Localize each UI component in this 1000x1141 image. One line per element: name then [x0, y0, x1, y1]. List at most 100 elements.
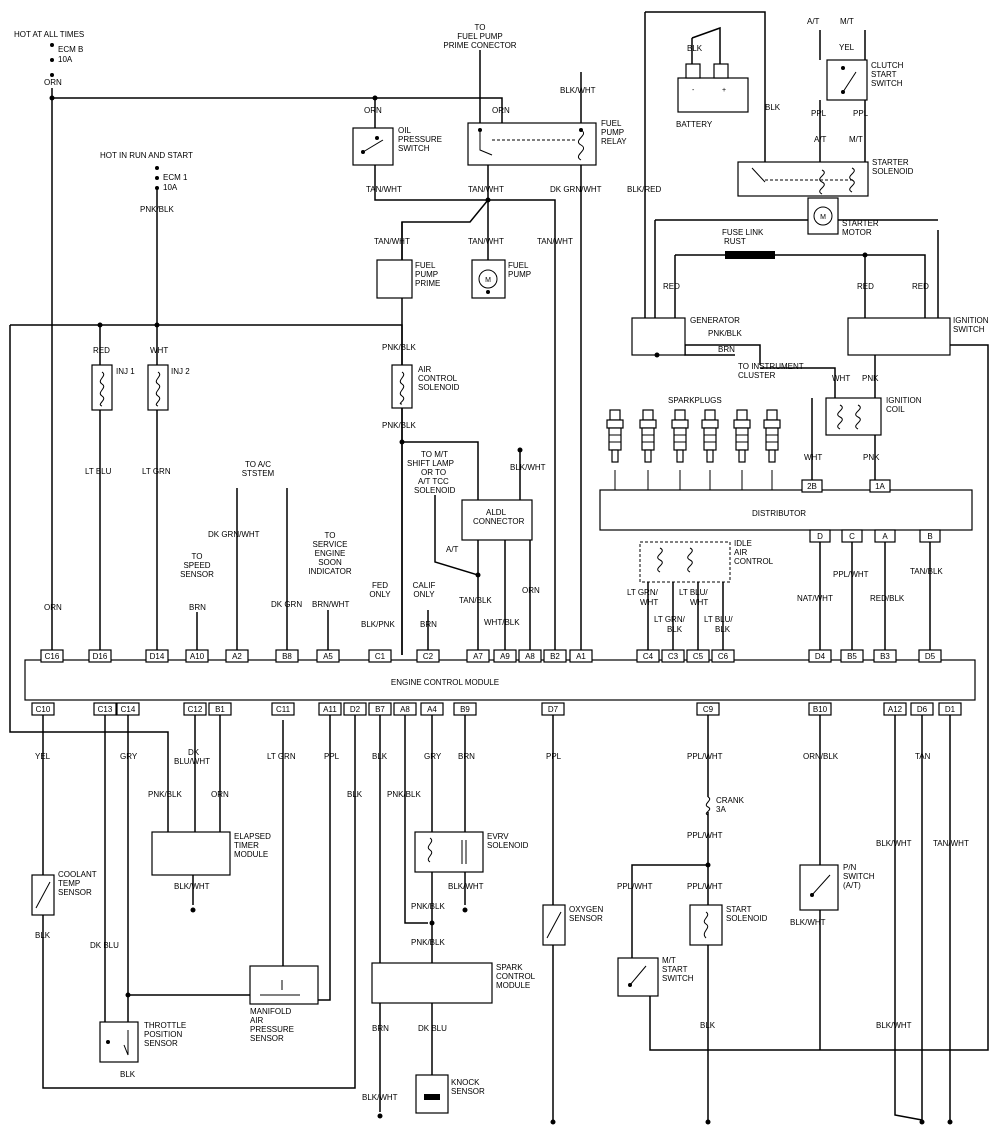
elapsed-timer-line2: TIMER	[234, 841, 259, 850]
ecm-pin-c5-top: C5	[686, 649, 710, 663]
starter-solenoid	[737, 161, 869, 197]
aldl-connector	[461, 499, 533, 541]
ecm-pin-c9-bottom-label: C9	[703, 705, 714, 714]
blk-red-label: BLK/RED	[627, 185, 661, 194]
fuel-pump-line1: FUEL	[508, 261, 529, 270]
lt-blu-blk-line2: BLK	[715, 625, 731, 634]
ecm-pin-c3-top-label: C3	[668, 652, 679, 661]
ppl-d7-label: PPL	[546, 752, 562, 761]
ignition-switch-line2: SWITCH	[953, 325, 985, 334]
ecm-pin-a11-bottom-label: A11	[323, 705, 337, 714]
ecm-pin-a12-bottom-label: A12	[888, 705, 903, 714]
ecm-pin-d2-bottom: D2	[343, 702, 367, 716]
pn-switch	[799, 864, 839, 911]
idle-air-control	[639, 541, 731, 583]
sparkplug-icon	[701, 409, 719, 463]
ppl-wht-start-label: PPL/WHT	[687, 882, 723, 891]
at-aldl-label: A/T	[446, 545, 459, 554]
map-line2: AIR	[250, 1016, 264, 1025]
oxygen-sensor	[542, 904, 566, 946]
ecm-pin-d14-top-label: D14	[150, 652, 165, 661]
calif-only-line1: CALIF	[413, 581, 436, 590]
to-speed-line3: SENSOR	[180, 570, 214, 579]
yel-c10-label: YEL	[35, 752, 51, 761]
ecm-pin-c5-top-label: C5	[693, 652, 704, 661]
to-fuel-pump-line2: FUEL PUMP	[457, 32, 503, 41]
ecm-pin-c11-bottom: C11	[271, 702, 295, 716]
dk-blu-knock-label: DK BLU	[418, 1024, 447, 1033]
pn-switch-line1: P/N	[843, 863, 857, 872]
ecm-pin-a2-top: A2	[225, 649, 249, 663]
at-top-label: A/T	[807, 17, 820, 26]
ecm-pin-c14-bottom-label: C14	[121, 705, 136, 714]
red-inj1-label: RED	[93, 346, 110, 355]
lt-grn-wht-line2: WHT	[640, 598, 658, 607]
dk-grn-wht-a2-label: DK GRN/WHT	[208, 530, 260, 539]
ecm-pin-c1-top-label: C1	[375, 652, 386, 661]
ecm-pin-a2-top-label: A2	[232, 652, 242, 661]
ecm-pin-c4-top: C4	[636, 649, 660, 663]
ppl-wht-crank-label: PPL/WHT	[687, 831, 723, 840]
fuel-pump-line2: PUMP	[508, 270, 531, 279]
injector-1	[91, 364, 113, 411]
brn-c2-label: BRN	[420, 620, 437, 629]
blk-wht-relay-label: BLK/WHT	[560, 86, 596, 95]
ecm-pin-a8-top-label: A8	[525, 652, 535, 661]
ecm-pin-b10-bottom: B10	[808, 702, 832, 716]
idle-air-line1: IDLE	[734, 539, 752, 548]
sparkplug-icon	[733, 409, 751, 463]
pnk-blk-air-label: PNK/BLK	[382, 343, 416, 352]
map-line3: PRESSURE	[250, 1025, 294, 1034]
sparkplug-icon	[606, 409, 624, 463]
dk-grn-b8-label: DK GRN	[271, 600, 302, 609]
tan-blk-d5-label: TAN/BLK	[910, 567, 943, 576]
ecm-pin-c12-bottom: C12	[183, 702, 207, 716]
ignition-switch	[847, 317, 951, 356]
spark-control-line1: SPARK	[496, 963, 523, 972]
pnk-blk-gen-label: PNK/BLK	[708, 329, 742, 338]
fed-only-line1: FED	[372, 581, 388, 590]
ppl-at-label: PPL	[811, 109, 827, 118]
starter-motor: M	[807, 197, 839, 235]
gry-a4-label: GRY	[424, 752, 442, 761]
red-ign2-label: RED	[912, 282, 929, 291]
ground-terminals	[49, 95, 953, 1125]
pn-switch-line3: (A/T)	[843, 881, 861, 890]
red-gen-label: RED	[663, 282, 680, 291]
svg-text:+: +	[722, 87, 726, 94]
throttle-line1: THROTTLE	[144, 1021, 186, 1030]
crank-fuse	[705, 796, 711, 816]
ecm-pin-a8-bottom: A8	[393, 702, 417, 716]
battery-label: BATTERY	[676, 120, 713, 129]
mt-mid-label: M/T	[849, 135, 863, 144]
pnk-coil-label: PNK	[863, 453, 880, 462]
tan-wht-b2-label: TAN/WHT	[537, 237, 573, 246]
ecm-pin-d16-top-label: D16	[93, 652, 108, 661]
gry-c14-label: GRY	[120, 752, 138, 761]
tan-wht-relay-label: TAN/WHT	[468, 185, 504, 194]
blk-d2-label: BLK	[347, 790, 363, 799]
ecm-b-amp-label: 10A	[58, 55, 73, 64]
orn-a8-label: ORN	[522, 586, 540, 595]
tan-wht-d1-label: TAN/WHT	[933, 839, 969, 848]
knock-line1: KNOCK	[451, 1078, 480, 1087]
blk-wht-b7-label: BLK/WHT	[362, 1093, 398, 1102]
lt-grn-blk-line1: LT GRN/	[654, 615, 686, 624]
ecm-pin-a9-top: A9	[493, 649, 517, 663]
start-solenoid-line2: SOLENOID	[726, 914, 768, 923]
ecm-pin-b1-bottom: B1	[208, 702, 232, 716]
to-speed-line2: SPEED	[183, 561, 210, 570]
sparkplugs-label: SPARKPLUGS	[668, 396, 722, 405]
blk-start-label: BLK	[700, 1021, 716, 1030]
ecm-pin-c12-bottom-label: C12	[188, 705, 203, 714]
elapsed-timer-line1: ELAPSED	[234, 832, 271, 841]
ecm-pin-b2-top-label: B2	[550, 652, 560, 661]
ecm-pin-c14-bottom: C14	[116, 702, 140, 716]
blk-wht-aldl-label: BLK/WHT	[510, 463, 546, 472]
blk-wht-pn-label: BLK/WHT	[790, 918, 826, 927]
starter-motor-line1: STARTER	[842, 219, 879, 228]
evrv-line1: EVRV	[487, 832, 509, 841]
to-instrument-line2: CLUSTER	[738, 371, 776, 380]
oxygen-line2: SENSOR	[569, 914, 603, 923]
tan-wht-pump-label: TAN/WHT	[468, 237, 504, 246]
